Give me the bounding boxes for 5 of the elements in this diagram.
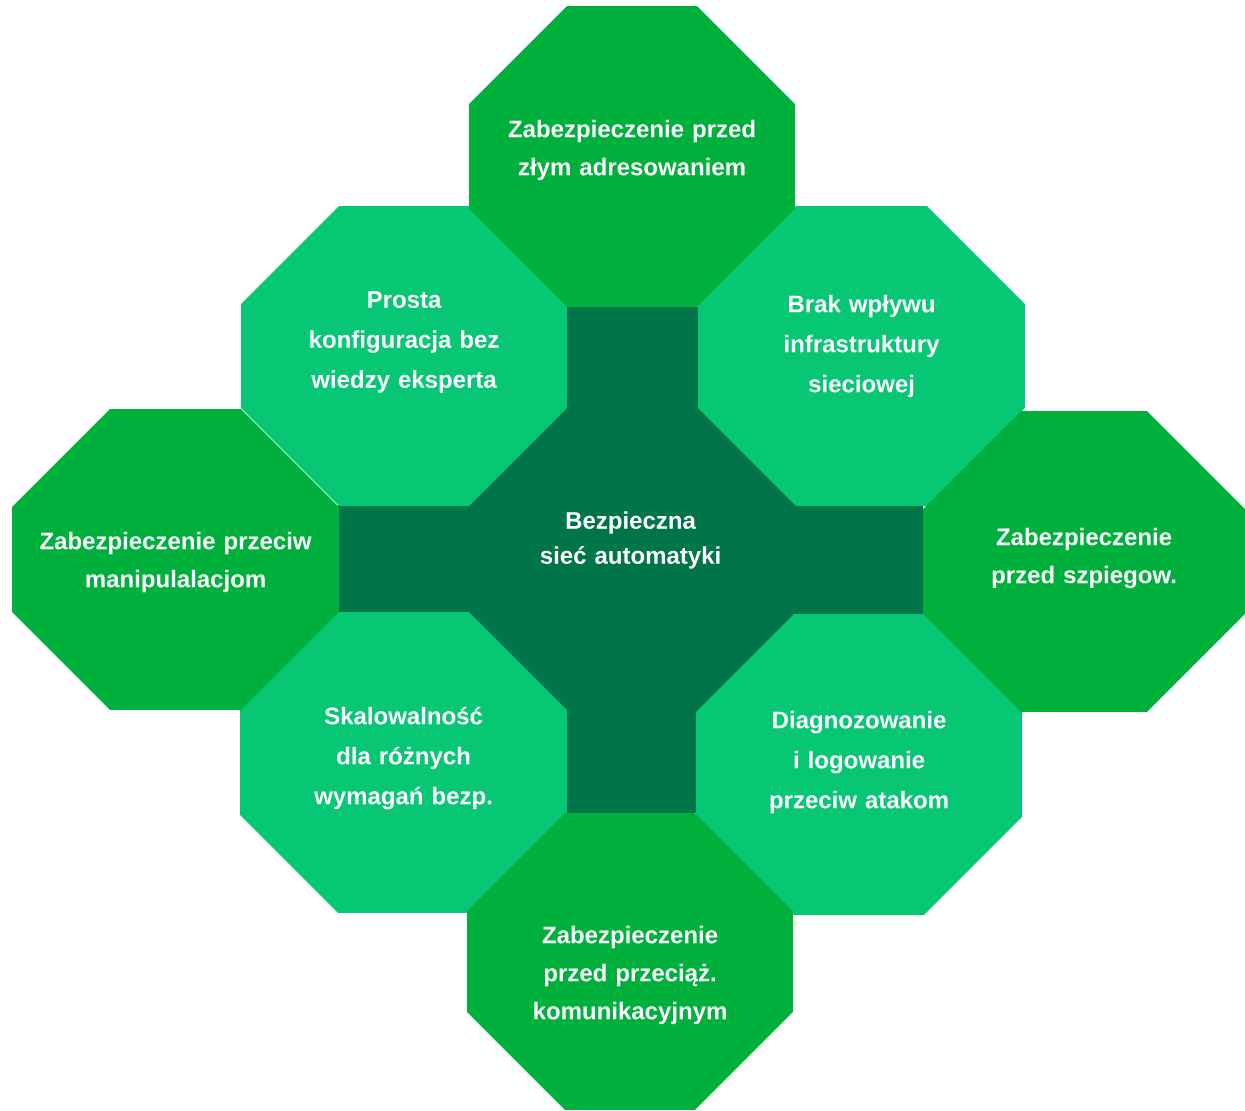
octagon: Skalowalność dla różnych wymagań bezp. xyxy=(240,612,567,913)
octagon: Diagnozowanie i logowanie przeciw atakom xyxy=(696,614,1022,915)
octagon: Zabezpieczenie przed przeciąż. komunikacyjnym xyxy=(467,813,793,1110)
octagon: Brak wpływu infrastruktury sieciowej xyxy=(698,206,1025,506)
octagon: Prosta konfiguracja bez wiedzy eksperta xyxy=(241,206,567,506)
